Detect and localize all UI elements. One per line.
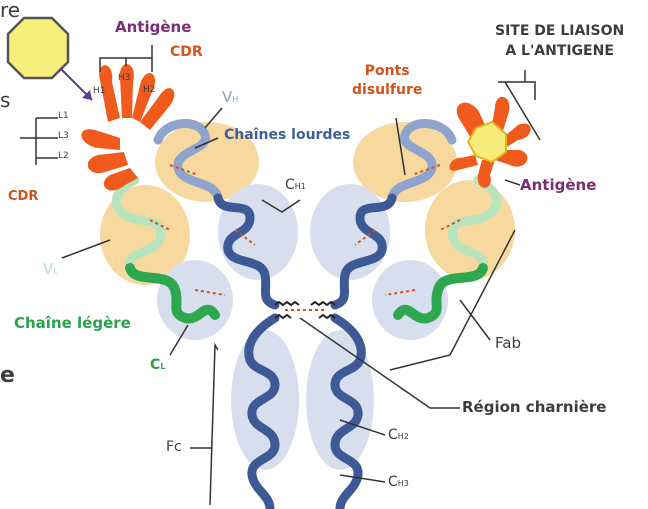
label-vl: VL [43,262,58,277]
partial-text-bottom: e [0,365,15,387]
partial-text-top: re [0,0,20,20]
label-h1: H1 [93,87,106,96]
hinge-region [275,302,335,318]
label-disulfide-bridges: Ponts disulfure [352,62,422,100]
label-antigen-right: Antigène [520,178,596,193]
label-h2: H2 [143,86,156,95]
label-ch3: CH3 [388,475,409,489]
vl-domain-right [425,180,515,280]
label-ch1: CH1 [285,178,306,192]
label-fab: Fab [495,336,521,351]
label-h3: H3 [118,74,131,83]
label-vh: VH [222,90,238,105]
label-light-chain: Chaîne légère [14,316,131,331]
label-cdr-top: CDR [170,45,203,59]
label-hinge-region: Région charnière [462,400,606,415]
label-antigen-top: Antigène [115,20,191,35]
antigen-free-icon [8,18,68,78]
label-l1: L1 [58,112,69,121]
cl-domain-left [157,260,233,340]
partial-text-mid: s [0,90,10,110]
label-cl: CL [150,358,165,372]
label-l2: L2 [58,152,69,161]
label-l3: L3 [58,132,69,141]
label-ch2: CH2 [388,428,409,442]
domain-halos [100,122,515,470]
label-fc: Fc [166,440,182,454]
label-heavy-chains: Chaînes lourdes [224,128,350,142]
label-binding-site: SITE DE LIAISON A L'ANTIGENE [495,22,624,61]
label-cdr-left: CDR [8,190,38,203]
